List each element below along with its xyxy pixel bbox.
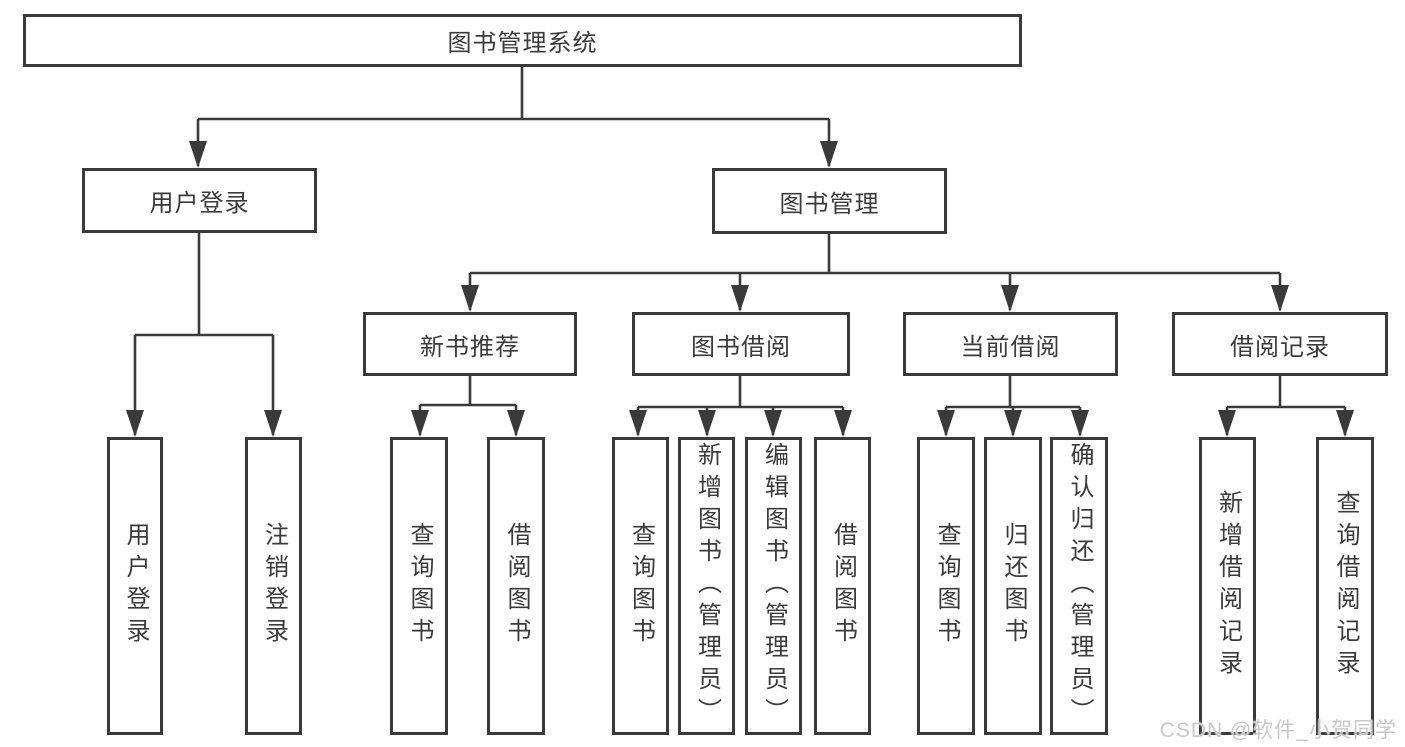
leaf-recommend-query-books: 查询图书 — [390, 437, 448, 735]
arrow-down-icon — [507, 410, 525, 437]
arrow-down-icon — [764, 410, 782, 437]
leaf-borrowing-borrow-books: 借阅图书 — [814, 437, 871, 735]
leaf-borrowing-query-books: 查询图书 — [612, 437, 669, 735]
connector-paths — [133, 67, 1347, 435]
connector-records-to-leaves — [1225, 376, 1347, 435]
leaf-user-login: 用户登录 — [107, 437, 163, 735]
arrow-down-icon — [126, 410, 144, 437]
arrow-down-icon — [1218, 410, 1236, 437]
leaf-current-confirm-return-admin: 确认归还（管理员） — [1050, 437, 1108, 735]
arrow-down-icon — [834, 410, 852, 437]
arrow-down-icon — [264, 410, 282, 437]
leaf-records-query-record: 查询借阅记录 — [1316, 437, 1374, 735]
leaf-logout: 注销登录 — [245, 437, 302, 735]
arrow-down-icon — [698, 410, 716, 437]
node-book-management: 图书管理 — [712, 168, 947, 234]
csdn-watermark: CSDN @软件_小贺同学 — [1159, 719, 1397, 742]
arrow-down-icon — [189, 141, 207, 168]
arrow-down-icon — [461, 285, 479, 312]
arrowheads — [126, 141, 1354, 437]
node-book-borrowing: 图书借阅 — [632, 312, 850, 376]
node-new-book-recommend: 新书推荐 — [363, 312, 577, 376]
leaf-borrowing-add-books-admin: 新增图书（管理员） — [678, 437, 735, 735]
node-user-login: 用户登录 — [82, 168, 317, 233]
leaf-current-query-books: 查询图书 — [917, 437, 975, 735]
arrow-down-icon — [820, 141, 838, 168]
connector-mgmt-to-level3 — [468, 234, 1282, 310]
node-current-borrowing: 当前借阅 — [903, 312, 1118, 376]
connector-root-to-level2 — [196, 67, 831, 166]
arrow-down-icon — [1071, 410, 1089, 437]
leaf-borrowing-edit-books-admin: 编辑图书（管理员） — [745, 437, 802, 735]
leaf-records-add-record: 新增借阅记录 — [1199, 437, 1256, 735]
arrow-down-icon — [1004, 410, 1022, 437]
arrow-down-icon — [629, 410, 647, 437]
arrow-down-icon — [1271, 285, 1289, 312]
arrow-down-icon — [1336, 410, 1354, 437]
connector-borrowing-to-leaves — [636, 376, 845, 435]
connector-recommend-to-leaves — [418, 376, 518, 435]
arrow-down-icon — [731, 285, 749, 312]
arrow-down-icon — [411, 410, 429, 437]
leaf-recommend-borrow-books: 借阅图书 — [487, 437, 545, 735]
arrow-down-icon — [937, 410, 955, 437]
leaf-current-return-books: 归还图书 — [984, 437, 1042, 735]
arrow-down-icon — [1001, 285, 1019, 312]
connector-login-to-leaves — [133, 233, 275, 435]
node-library-management-system: 图书管理系统 — [23, 14, 1022, 67]
node-borrowing-records: 借阅记录 — [1172, 312, 1388, 376]
